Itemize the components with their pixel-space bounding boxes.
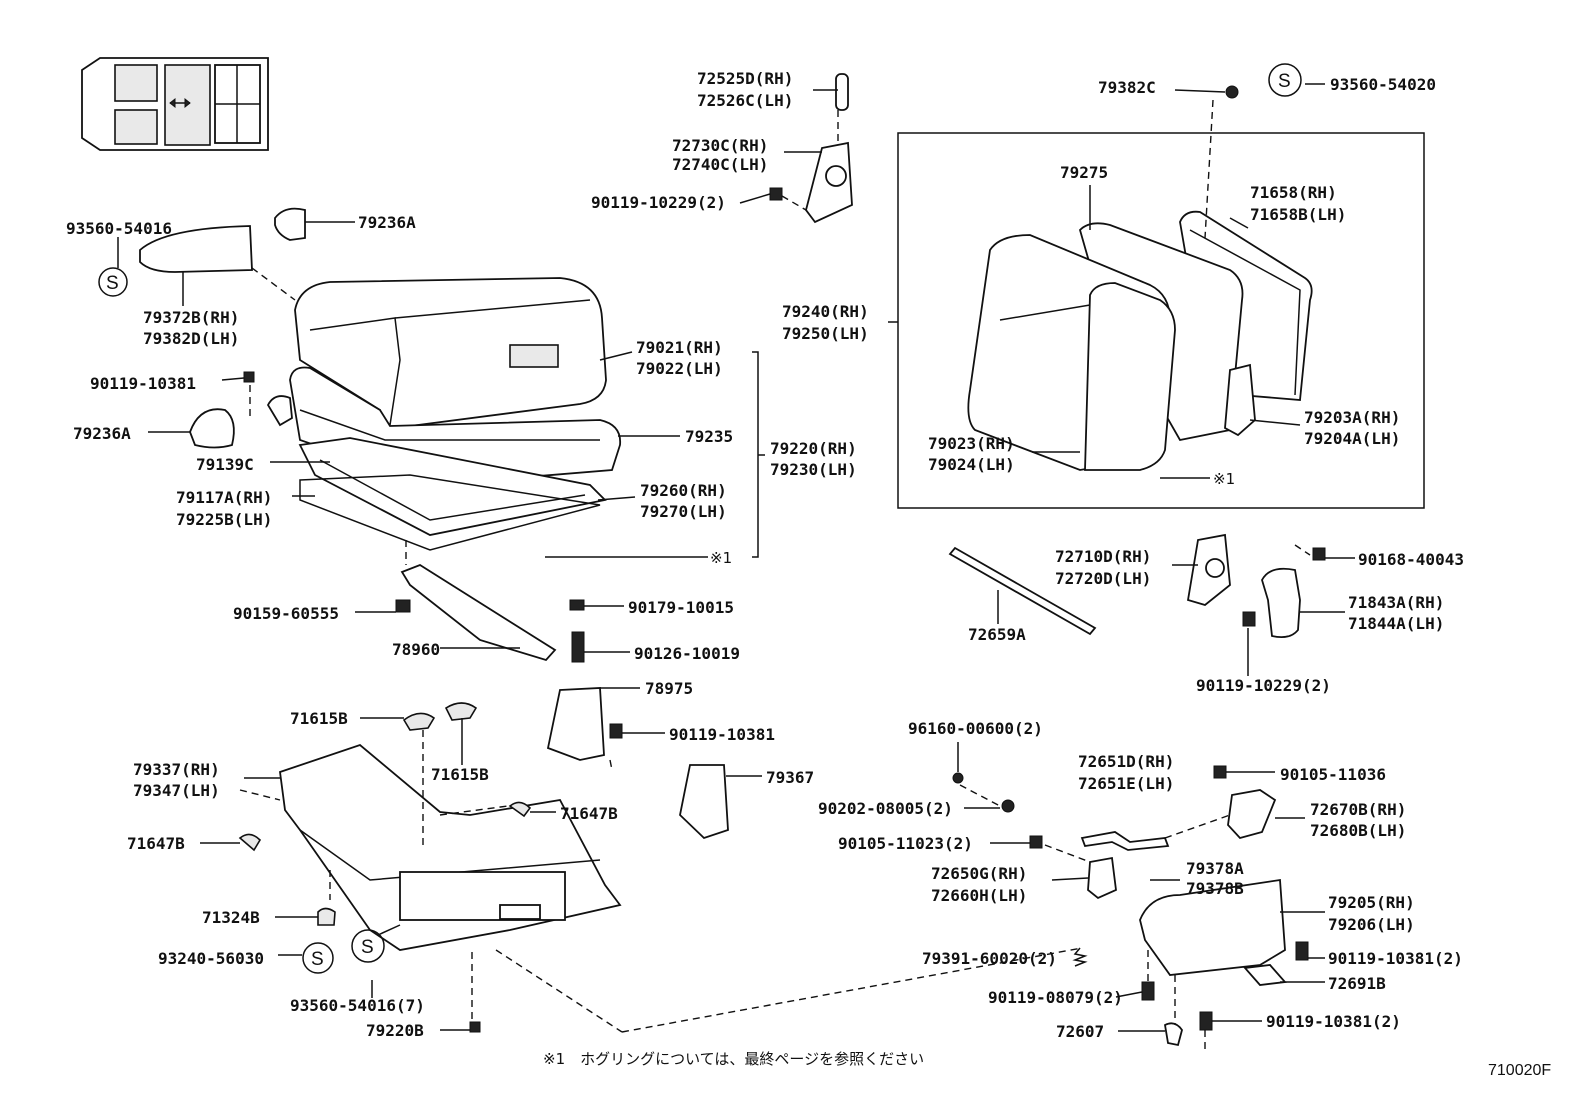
label-93560-54016-7: 93560-54016(7): [290, 996, 425, 1015]
label-ref1-right: ※1: [1213, 470, 1235, 488]
label-72660H: 72660H(LH): [931, 886, 1027, 905]
label-90119-10229-top: 90119-10229(2): [591, 193, 726, 212]
label-71843A: 71843A(RH): [1348, 593, 1444, 612]
label-72670B: 72670B(RH): [1310, 800, 1406, 819]
s-marker-93560-54020: S: [1268, 63, 1302, 97]
label-72651E: 72651E(LH): [1078, 774, 1174, 793]
label-79391-60020: 79391-60020(2): [922, 949, 1057, 968]
label-72651D: 72651D(RH): [1078, 752, 1174, 771]
svg-text:S: S: [361, 937, 374, 958]
label-93560-54020: 93560-54020: [1330, 75, 1436, 94]
label-79220B: 79220B: [366, 1021, 424, 1040]
label-90119-08079: 90119-08079(2): [988, 988, 1123, 1007]
label-90179-10015: 90179-10015: [628, 598, 734, 617]
label-79235: 79235: [685, 427, 733, 446]
label-71615B-b: 71615B: [431, 765, 489, 784]
label-71615B-a: 71615B: [290, 709, 348, 728]
label-72730C: 72730C(RH): [672, 136, 768, 155]
label-79139C: 79139C: [196, 455, 254, 474]
svg-text:S: S: [1278, 71, 1291, 92]
label-79220: 79220(RH): [770, 439, 857, 458]
svg-text:S: S: [311, 949, 324, 970]
label-72691B: 72691B: [1328, 974, 1386, 993]
part-labels: 72525D(RH) 72526C(LH) 72730C(RH) 72740C(…: [66, 69, 1464, 1041]
label-79260: 79260(RH): [640, 481, 727, 500]
label-79250: 79250(LH): [782, 324, 869, 343]
label-93240-56030: 93240-56030: [158, 949, 264, 968]
label-79367: 79367: [766, 768, 814, 787]
label-90168-40043: 90168-40043: [1358, 550, 1464, 569]
label-90105-11036: 90105-11036: [1280, 765, 1386, 784]
label-90119-10381-right: 90119-10381(2): [1328, 949, 1463, 968]
label-79236A-top: 79236A: [358, 213, 416, 232]
label-90202-08005: 90202-08005(2): [818, 799, 953, 818]
label-79372B: 79372B(RH): [143, 308, 239, 327]
label-90105-11023: 90105-11023(2): [838, 834, 973, 853]
svg-text:S: S: [106, 273, 119, 294]
seat-location-thumbnail: [81, 57, 269, 151]
label-71844A: 71844A(LH): [1348, 614, 1444, 633]
label-79024: 79024(LH): [928, 455, 1015, 474]
label-79382D: 79382D(LH): [143, 329, 239, 348]
label-71647B-a: 71647B: [127, 834, 185, 853]
footnote: ※1 ホグリングについては、最終ページを参照ください: [543, 1050, 924, 1068]
label-90119-10381-top: 90119-10381: [90, 374, 196, 393]
label-90159-60555: 90159-60555: [233, 604, 339, 623]
label-79347: 79347(LH): [133, 781, 220, 800]
label-79382C: 79382C: [1098, 78, 1156, 97]
seat-parts-drawing: [139, 73, 1425, 1047]
label-79240: 79240(RH): [782, 302, 869, 321]
label-79225B: 79225B(LH): [176, 510, 272, 529]
label-79378B: 79378B: [1186, 879, 1244, 898]
label-72607: 72607: [1056, 1022, 1104, 1041]
label-72740C: 72740C(LH): [672, 155, 768, 174]
label-79021: 79021(RH): [636, 338, 723, 357]
label-79236A-left: 79236A: [73, 424, 131, 443]
label-71658B: 71658B(LH): [1250, 205, 1346, 224]
s-marker-group: S S S S: [98, 63, 1302, 974]
s-marker-93560-54016: S: [98, 267, 128, 297]
leader-lines: [117, 83, 1355, 1052]
label-79270: 79270(LH): [640, 502, 727, 521]
label-72680B: 72680B(LH): [1310, 821, 1406, 840]
label-79206: 79206(LH): [1328, 915, 1415, 934]
label-90126-10019: 90126-10019: [634, 644, 740, 663]
label-72650G: 72650G(RH): [931, 864, 1027, 883]
label-79275: 79275: [1060, 163, 1108, 182]
label-79117A: 79117A(RH): [176, 488, 272, 507]
label-79204A: 79204A(LH): [1304, 429, 1400, 448]
label-90119-10381-mid: 90119-10381: [669, 725, 775, 744]
label-79023: 79023(RH): [928, 434, 1015, 453]
label-79205: 79205(RH): [1328, 893, 1415, 912]
label-71658: 71658(RH): [1250, 183, 1337, 202]
label-ref1-left: ※1: [710, 549, 732, 567]
label-71324B: 71324B: [202, 908, 260, 927]
label-78975: 78975: [645, 679, 693, 698]
label-79337: 79337(RH): [133, 760, 220, 779]
label-79203A: 79203A(RH): [1304, 408, 1400, 427]
figure-code: 710020F: [1488, 1062, 1551, 1079]
label-79022: 79022(LH): [636, 359, 723, 378]
label-90119-10229-right: 90119-10229(2): [1196, 676, 1331, 695]
label-72659A: 72659A: [968, 625, 1026, 644]
s-marker-93560-54016-7: S: [351, 929, 385, 963]
label-96160-00600: 96160-00600(2): [908, 719, 1043, 738]
s-marker-93240-56030: S: [302, 942, 334, 974]
label-72710D: 72710D(RH): [1055, 547, 1151, 566]
label-79230: 79230(LH): [770, 460, 857, 479]
label-79378A: 79378A: [1186, 859, 1244, 878]
label-71647B-b: 71647B: [560, 804, 618, 823]
label-93560-54016: 93560-54016: [66, 219, 172, 238]
label-90119-10381-bottom: 90119-10381(2): [1266, 1012, 1401, 1031]
label-72525D: 72525D(RH): [697, 69, 793, 88]
label-72526C: 72526C(LH): [697, 91, 793, 110]
label-78960: 78960: [392, 640, 440, 659]
label-72720D: 72720D(LH): [1055, 569, 1151, 588]
